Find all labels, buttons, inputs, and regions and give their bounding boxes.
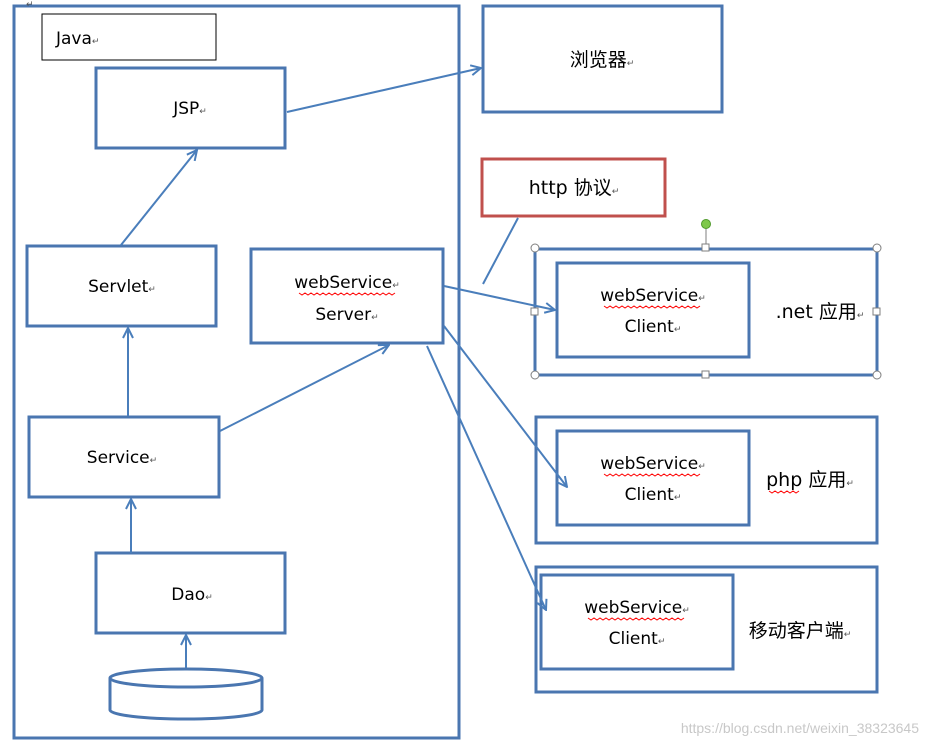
database-icon — [108, 667, 264, 721]
arrow-jsp-to-browser — [286, 68, 481, 113]
jsp-box — [94, 66, 287, 150]
dao-label: Dao↵ — [171, 585, 212, 605]
php-client-box — [555, 429, 751, 527]
spellcheck-squiggle — [603, 305, 701, 309]
selection-handles — [530, 219, 882, 380]
dotnet-client-line1: webService↵ — [600, 286, 706, 306]
http-protocol-label: http 协议↵ — [529, 177, 620, 199]
jsp-label: JSP↵ — [172, 99, 207, 119]
webservice-server-line1: webService↵ — [294, 273, 400, 293]
watermark: https://blog.csdn.net/weixin_38323645 — [681, 720, 919, 736]
para-mark: ↵ — [26, 0, 34, 10]
arrow-server-to-mobile — [426, 345, 546, 610]
spellcheck-squiggle — [587, 617, 685, 621]
mobile-client-line1: webService↵ — [584, 598, 690, 618]
spellcheck-squiggle — [298, 292, 396, 296]
servlet-label: Servlet↵ — [88, 277, 156, 297]
arrow-server-to-php — [443, 325, 567, 487]
service-label: Service↵ — [87, 448, 157, 468]
java-label: Java↵ — [55, 29, 99, 49]
dao-box — [94, 551, 287, 635]
php-client-line2: Client↵ — [625, 485, 682, 505]
spellcheck-squiggle — [603, 473, 701, 477]
spellcheck-squiggle — [768, 490, 800, 494]
dotnet-app-label: .net 应用↵ — [776, 301, 865, 323]
arrow-servlet-to-jsp — [120, 150, 197, 246]
java-label-box — [41, 13, 217, 61]
dotnet-client-box — [555, 261, 751, 359]
mobile-client-line2: Client↵ — [609, 629, 666, 649]
servlet-box — [25, 244, 218, 328]
browser-box — [481, 4, 724, 114]
browser-label: 浏览器↵ — [570, 49, 635, 71]
http-protocol-box — [480, 157, 667, 218]
arrow-server-to-dotnet — [443, 285, 555, 310]
webservice-server-line2: Server↵ — [315, 305, 378, 325]
php-client-line1: webService↵ — [600, 454, 706, 474]
service-box — [27, 415, 221, 499]
mobile-client-box — [539, 573, 735, 671]
dotnet-client-line2: Client↵ — [625, 317, 682, 337]
webservice-server-box — [249, 247, 445, 345]
mobile-app-label: 移动客户端↵ — [749, 620, 852, 642]
php-app-label: php 应用↵ — [766, 469, 854, 491]
http-callout-line — [482, 217, 519, 285]
arrow-service-to-server — [219, 345, 389, 432]
